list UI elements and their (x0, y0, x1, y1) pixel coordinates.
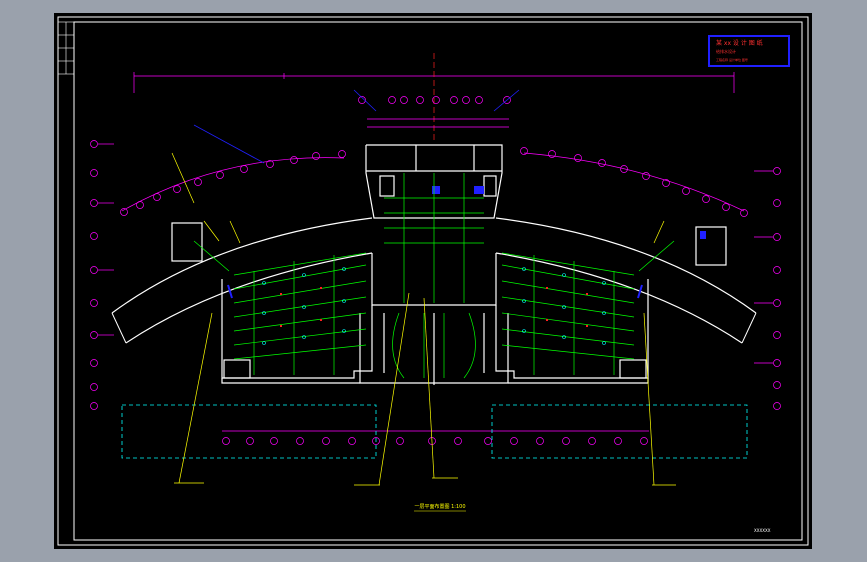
inner-frame (73, 21, 803, 541)
top-dimension-line (133, 53, 735, 143)
bottom-axis-bubbles (222, 430, 649, 445)
yellow-leaders (171, 152, 676, 486)
title-block-line2: 给排水设计 (716, 48, 736, 54)
title-block-line1: 某 xx 设 计 图 纸 (716, 39, 763, 47)
sheet-number: XXXXXX (754, 528, 771, 533)
title-block-line3: 工程名称 设计单位 图号 (716, 57, 748, 62)
wiring-left-wing (193, 240, 367, 375)
title-block: 某 xx 设 计 图 纸 给排水设计 工程名称 设计单位 图号 (708, 35, 790, 67)
upper-left-arc-dimension (121, 157, 345, 212)
binding-strip (57, 21, 75, 75)
top-axis-bubbles (358, 96, 511, 128)
left-axis-bubbles (90, 140, 114, 410)
outer-frame (57, 16, 809, 546)
floor-plan-drawing: 某 xx 设 计 图 纸 给排水设计 工程名称 设计单位 图号 (57, 16, 809, 546)
wing-end-caps (111, 312, 757, 344)
dashed-outline-right (491, 404, 748, 459)
wiring-core (384, 173, 484, 379)
upper-right-arc-dimension (523, 152, 745, 212)
drawing-title: 一层平面布置图 1:100 (415, 503, 466, 510)
right-axis-bubbles (754, 167, 781, 410)
cad-viewport[interactable]: 某 xx 设 计 图 纸 给排水设计 工程名称 设计单位 图号 (54, 13, 812, 549)
dashed-outline-left (121, 404, 377, 459)
blue-door-lines (227, 284, 643, 299)
red-fixtures (280, 287, 588, 327)
axis-bubbles-arc (120, 147, 748, 217)
left-wing-walls (111, 217, 373, 384)
cyan-fixtures (262, 267, 606, 345)
blue-equipment (432, 186, 706, 239)
core-walls (359, 253, 509, 385)
central-tower-walls (365, 144, 503, 219)
wiring-right-wing (501, 240, 675, 375)
top-axis-leaders (193, 89, 520, 164)
